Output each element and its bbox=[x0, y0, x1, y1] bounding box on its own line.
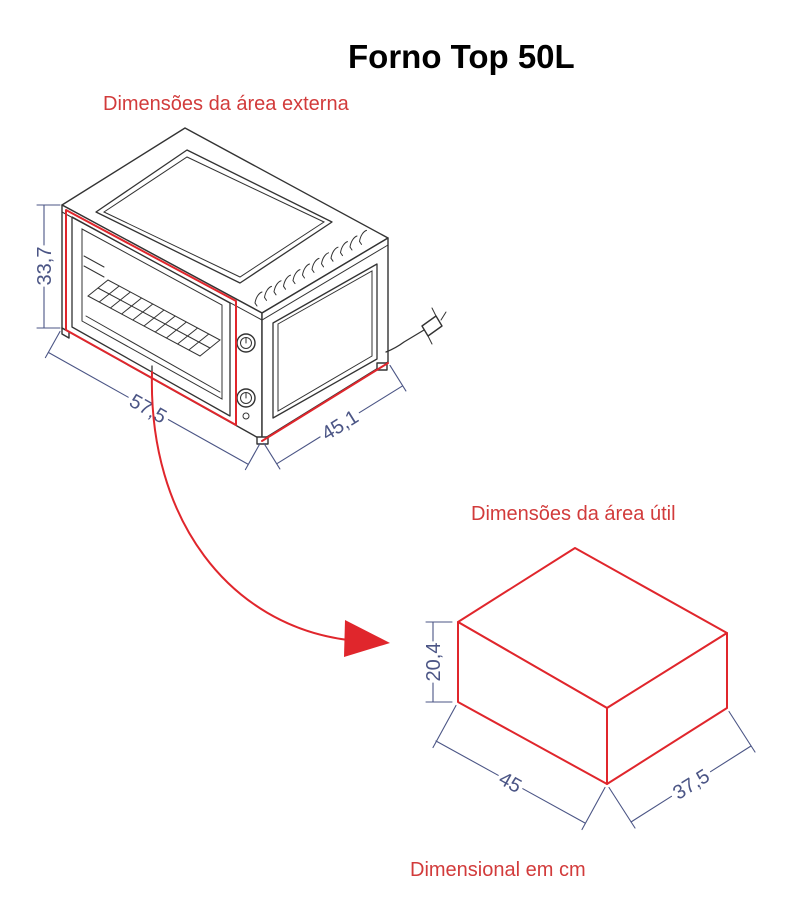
oven-rack-frame bbox=[87, 279, 221, 357]
units-note: Dimensional em cm bbox=[410, 859, 586, 881]
arrow-head-icon bbox=[344, 620, 390, 657]
arrow-curve bbox=[150, 371, 349, 641]
oven-interior-rails bbox=[83, 255, 105, 278]
oven-door bbox=[71, 216, 231, 417]
power-cord-cable bbox=[385, 329, 425, 353]
external-area-highlight bbox=[65, 209, 237, 426]
external-depth-value: 45,1 bbox=[318, 406, 363, 445]
external-height-value: 33,7 bbox=[34, 247, 56, 286]
oven-door-glass bbox=[81, 228, 223, 400]
oven-side-panel bbox=[272, 263, 378, 419]
page-title: Forno Top 50L bbox=[348, 38, 575, 75]
oven-top-plate-inner bbox=[102, 156, 326, 278]
oven-tray-line bbox=[85, 315, 221, 393]
oven-side-panel-inner bbox=[277, 270, 373, 412]
internal-width-value: 45 bbox=[495, 768, 525, 798]
oven-top-plate bbox=[95, 149, 333, 284]
internal-height-value: 20,4 bbox=[423, 643, 445, 682]
power-plug-icon bbox=[421, 315, 443, 337]
internal-width-dimension-line bbox=[432, 704, 606, 831]
external-area-highlight-edge bbox=[261, 362, 389, 442]
external-width-value: 57,5 bbox=[125, 390, 170, 428]
external-height-dimension-line bbox=[36, 204, 61, 329]
internal-depth-value: 37,5 bbox=[669, 765, 714, 804]
internal-height-dimension-line bbox=[425, 621, 453, 703]
internal-depth-dimension-line bbox=[608, 710, 756, 829]
transition-arrow bbox=[150, 365, 390, 657]
external-width-dimension-line bbox=[44, 330, 261, 471]
internal-box-side-face bbox=[606, 632, 728, 785]
external-depth-dimension-line bbox=[263, 364, 407, 470]
internal-area-box bbox=[457, 547, 728, 785]
oven-drawing bbox=[61, 127, 447, 445]
oven-vents bbox=[254, 229, 367, 307]
power-plug-prongs bbox=[427, 307, 447, 345]
indicator-light bbox=[242, 412, 250, 420]
oven-rack-bars bbox=[97, 285, 211, 351]
external-area-label: Dimensões da área externa bbox=[103, 93, 350, 115]
power-cord bbox=[385, 307, 447, 353]
internal-area-label: Dimensões da área útil bbox=[471, 503, 676, 525]
